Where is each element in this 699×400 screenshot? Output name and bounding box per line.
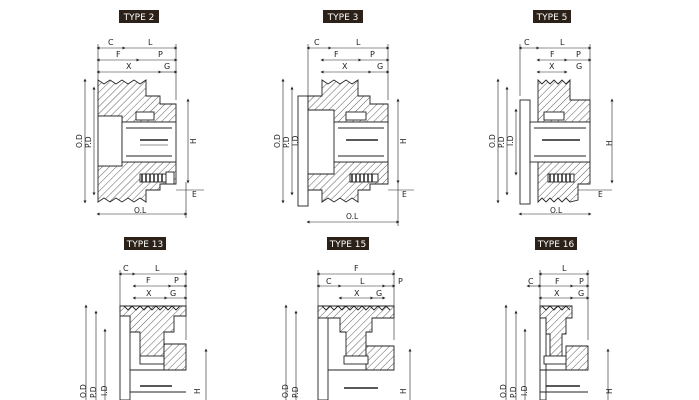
type-2-label-p: P — [158, 50, 163, 59]
type-16-label-l: L — [562, 264, 567, 273]
type-16-dimensions — [504, 270, 610, 400]
type-3-label-h: H — [399, 138, 408, 144]
type-13-dimensions — [84, 270, 208, 400]
type-5-title: TYPE 5 — [536, 13, 568, 23]
type-2-label-pd: P.D — [84, 136, 93, 148]
type-5-label-c: C — [524, 38, 530, 47]
type-13-section — [119, 305, 187, 400]
type-16-section — [539, 305, 589, 400]
type-13-label-p: P — [174, 276, 179, 285]
type-15-label-f: F — [354, 264, 359, 273]
type-13-label-f: F — [146, 276, 151, 285]
type-5-label-g: G — [576, 62, 582, 71]
type-16-label-pd: P.D — [509, 386, 518, 398]
type-15-section — [317, 305, 395, 400]
type-16-diagram: TYPE 16 L C F P X G O.D P.D I.D H — [499, 237, 614, 400]
type-13-label-pd: P.D — [89, 386, 98, 398]
type-13-label-l: L — [155, 264, 160, 273]
type-16-label-od: O.D — [499, 384, 508, 398]
type-15-label-p: P — [398, 277, 403, 286]
type-5-diagram: TYPE 5 C L F P X G O.D P.D I.D H E O.L — [488, 10, 614, 216]
type-2-label-g: G — [164, 62, 170, 71]
type-13-title: TYPE 13 — [126, 240, 163, 250]
type-2-label-h: H — [189, 138, 198, 144]
type-3-label-g: G — [377, 62, 383, 71]
type-2-label-ol: O.L — [134, 206, 147, 215]
type-2-label-e: E — [192, 190, 197, 199]
type-3-label-x: X — [342, 62, 348, 71]
type-15-title: TYPE 15 — [329, 240, 366, 250]
type-5-label-h: H — [605, 140, 614, 146]
type-3-title-bg — [323, 10, 363, 23]
type-3-label-l: L — [356, 38, 361, 47]
type-16-label-c: C — [528, 277, 534, 286]
type-15-label-od: O.D — [281, 384, 290, 398]
type-15-title-bg — [327, 237, 369, 250]
type-2-title: TYPE 2 — [123, 13, 155, 23]
type-16-label-id: I.D — [520, 385, 529, 396]
type-5-label-e: E — [598, 190, 603, 199]
type-15-label-x: X — [354, 289, 360, 298]
type-3-label-id: I.D — [291, 135, 300, 146]
type-3-label-c: C — [314, 38, 320, 47]
type-5-label-f: F — [550, 50, 555, 59]
type-16-title-bg — [535, 237, 577, 250]
type-5-label-l: L — [560, 38, 565, 47]
type-13-label-c: C — [123, 264, 129, 273]
type-16-label-f: F — [555, 277, 560, 286]
type-13-title-bg — [124, 237, 166, 250]
type-5-label-od: O.D — [488, 134, 497, 148]
type-15-label-g: G — [376, 289, 382, 298]
type-15-diagram: TYPE 15 F C L P X G O.D P.D H — [281, 237, 412, 400]
type-2-label-c: C — [108, 38, 114, 47]
type-3-label-p: P — [370, 50, 375, 59]
type-15-label-h: H — [399, 388, 408, 394]
type-5-title-bg — [533, 10, 571, 23]
type-5-label-pd: P.D — [497, 136, 506, 148]
type-13-label-id: I.D — [100, 385, 109, 396]
type-5-dimensions — [496, 44, 614, 216]
type-16-title: TYPE 16 — [537, 240, 575, 250]
type-3-title: TYPE 3 — [327, 13, 359, 23]
type-13-label-x: X — [146, 289, 152, 298]
type-3-label-e: E — [402, 190, 407, 199]
type-2-diagram: TYPE 2 C L F P X G O.D P.D H E O.L — [75, 10, 204, 218]
type-3-label-f: F — [334, 50, 339, 59]
type-5-label-ol: O.L — [550, 206, 563, 215]
type-2-title-bg — [119, 10, 159, 23]
type-13-diagram: TYPE 13 C L F P X G O.D P.D I.D H — [79, 237, 208, 400]
type-15-dimensions — [284, 270, 412, 400]
type-13-label-g: G — [170, 289, 176, 298]
type-16-label-g: G — [578, 289, 584, 298]
type-15-label-pd: P.D — [291, 386, 300, 398]
type-13-label-h: H — [193, 388, 202, 394]
type-13-label-od: O.D — [79, 384, 88, 398]
type-15-label-c: C — [326, 277, 332, 286]
type-16-label-h: H — [605, 388, 614, 394]
type-2-dimensions — [83, 44, 204, 218]
type-16-label-x: X — [554, 289, 560, 298]
type-2-section — [97, 79, 177, 203]
type-3-label-pd: P.D — [282, 136, 291, 148]
type-2-label-f: F — [116, 50, 121, 59]
type-3-label-ol: O.L — [346, 212, 359, 221]
type-2-label-x: X — [126, 62, 132, 71]
type-5-section — [519, 78, 591, 205]
type-3-section — [297, 79, 389, 207]
type-2-label-od: O.D — [75, 134, 84, 148]
type-3-label-od: O.D — [273, 134, 282, 148]
type-5-label-id: I.D — [506, 135, 515, 146]
type-16-label-p: P — [579, 277, 584, 286]
type-5-label-x: X — [549, 62, 555, 71]
type-3-diagram: TYPE 3 C L F P X G O.D P.D I.D H E O — [273, 10, 414, 226]
type-15-label-l: L — [360, 277, 365, 286]
type-2-label-l: L — [148, 38, 153, 47]
type-5-label-p: P — [576, 50, 581, 59]
